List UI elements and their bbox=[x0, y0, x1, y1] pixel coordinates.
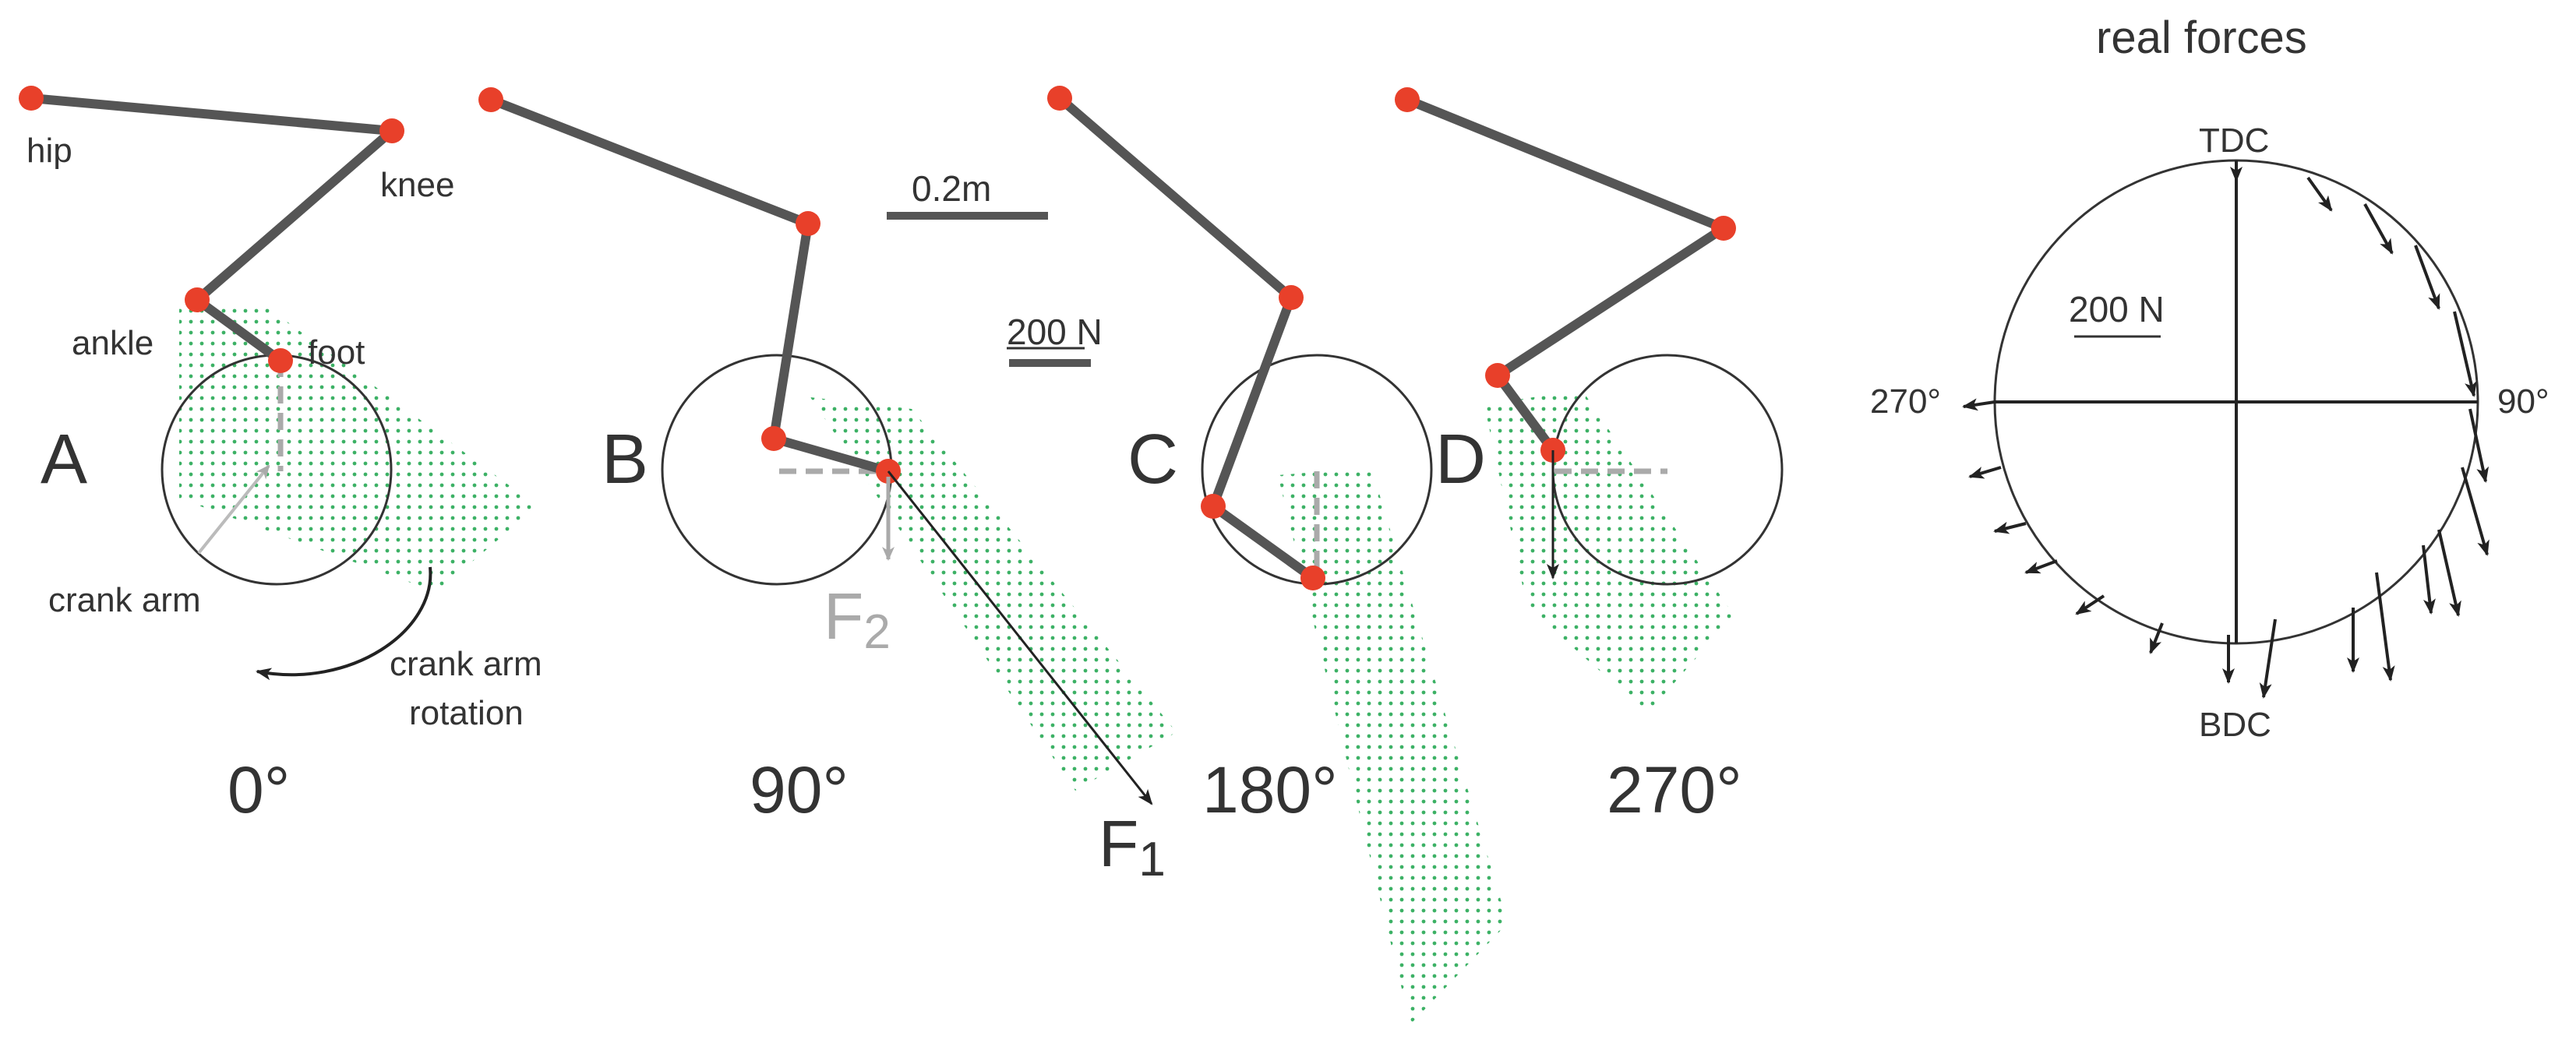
force-band-c bbox=[1278, 467, 1508, 1024]
panel-a: hip knee ankle foot A crank arm crank ar… bbox=[19, 86, 542, 826]
force-vector-12 bbox=[2259, 618, 2277, 699]
leg-a bbox=[30, 93, 397, 365]
rotation-label-line1: crank arm bbox=[390, 645, 542, 683]
ankle-joint-a bbox=[185, 287, 210, 312]
foot-joint-a bbox=[268, 348, 293, 373]
knee-joint-c bbox=[1279, 285, 1304, 310]
panel-letter-b: B bbox=[602, 421, 648, 499]
f2-label: F2 bbox=[824, 580, 891, 659]
force-vector-3 bbox=[2363, 203, 2394, 255]
angle-label-a: 0° bbox=[228, 753, 290, 826]
leg-b bbox=[489, 95, 890, 476]
panel-b: B F2 F1 90° bbox=[478, 87, 1177, 886]
force-vector-2 bbox=[2306, 176, 2333, 212]
angle-label-b: 90° bbox=[750, 753, 849, 826]
hip-label: hip bbox=[26, 132, 72, 170]
panel-c: C 180° bbox=[1047, 86, 1508, 1024]
force-band-b bbox=[810, 397, 1177, 791]
hip-joint-b bbox=[478, 87, 503, 112]
panel-letter-d: D bbox=[1435, 421, 1486, 499]
hip-joint-a bbox=[19, 86, 44, 111]
force-vector-19 bbox=[1962, 398, 1996, 411]
real-forces-scale-label: 200 N bbox=[2069, 289, 2165, 329]
hip-joint-c bbox=[1047, 86, 1072, 111]
f1-sub: 1 bbox=[1138, 833, 1165, 886]
rotation-label-line2: rotation bbox=[409, 694, 524, 732]
force-vector-5 bbox=[2453, 311, 2477, 397]
force-vector-9 bbox=[2422, 544, 2436, 615]
panel-letter-c: C bbox=[1127, 421, 1178, 499]
force-band-d bbox=[1484, 389, 1734, 713]
force-vector-15 bbox=[2075, 594, 2105, 615]
angle-label-d: 270° bbox=[1607, 753, 1742, 826]
f1-label: F1 bbox=[1099, 807, 1166, 886]
hip-joint-d bbox=[1395, 87, 1420, 112]
knee-label: knee bbox=[380, 166, 454, 204]
ankle-joint-d bbox=[1485, 363, 1510, 388]
panel-d: D 270° bbox=[1395, 87, 1784, 826]
force-vectors bbox=[1962, 167, 2490, 699]
force-vector-8 bbox=[2437, 529, 2461, 617]
real-forces-panel: real forces TDC BDC 270° 90° 200 N bbox=[1870, 12, 2550, 744]
force-vector-14 bbox=[2149, 622, 2164, 654]
ankle-label: ankle bbox=[72, 324, 154, 362]
f2-main: F bbox=[824, 580, 863, 653]
force-vector-16 bbox=[2024, 559, 2058, 574]
force-vector-18 bbox=[1968, 466, 2002, 479]
bdc-label: BDC bbox=[2199, 706, 2271, 744]
foot-label: foot bbox=[308, 333, 365, 372]
force-f1-arrow bbox=[887, 470, 1153, 805]
knee-joint-b bbox=[796, 211, 820, 236]
f2-sub: 2 bbox=[863, 605, 890, 659]
ankle-joint-b bbox=[761, 426, 786, 451]
force-vector-7 bbox=[2461, 467, 2490, 556]
scale-bars: 0.2m 200 N bbox=[887, 168, 1103, 367]
leg-c bbox=[1057, 94, 1316, 582]
crank-arm-pointer bbox=[197, 464, 270, 555]
length-scale-label: 0.2m bbox=[912, 168, 991, 209]
real-forces-title: real forces bbox=[2096, 12, 2307, 63]
tdc-label: TDC bbox=[2199, 122, 2269, 160]
force-vector-10 bbox=[2375, 572, 2395, 682]
rotation-arrow bbox=[256, 566, 432, 681]
angle-270-label: 270° bbox=[1870, 382, 1941, 421]
force-scale-label: 200 N bbox=[1007, 312, 1103, 352]
leg-d bbox=[1405, 95, 1728, 453]
f1-main: F bbox=[1099, 807, 1138, 880]
angle-90-label: 90° bbox=[2497, 382, 2550, 421]
angle-label-c: 180° bbox=[1202, 753, 1338, 826]
force-vector-4 bbox=[2414, 245, 2440, 310]
panel-letter-a: A bbox=[41, 421, 87, 499]
crank-arm-label: crank arm bbox=[48, 581, 201, 619]
ankle-joint-c bbox=[1201, 494, 1226, 519]
knee-joint-a bbox=[379, 118, 404, 143]
force-band-a bbox=[179, 304, 538, 592]
force-vector-17 bbox=[1993, 521, 2027, 534]
force-vector-6 bbox=[2468, 408, 2490, 483]
knee-joint-d bbox=[1711, 216, 1736, 241]
foot-joint-c bbox=[1300, 566, 1325, 590]
